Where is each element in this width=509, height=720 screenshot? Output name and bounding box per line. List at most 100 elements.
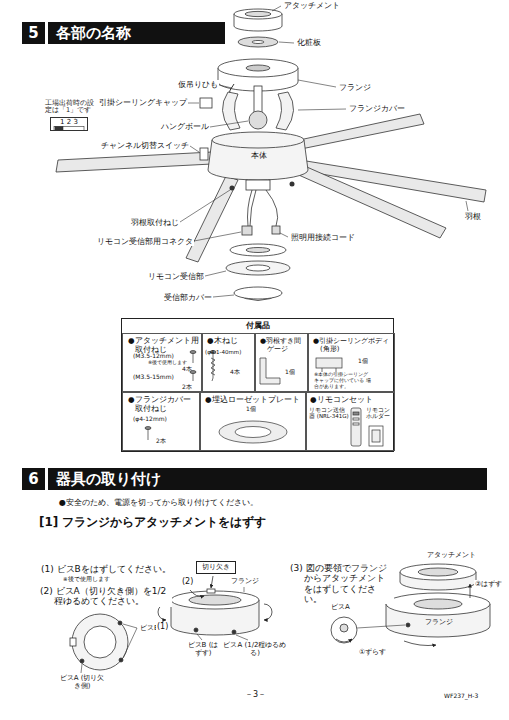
node-text: 1個 [358,358,368,365]
node-text: 2本 [182,384,192,391]
node-text: ●羽根すき間 ゲージ [260,337,307,353]
hanging-pole [249,111,267,129]
flange-step-figure [232,630,236,634]
lower-parts [246,248,270,253]
accessory-cell: ●アタッチメント用 取付ねじ(M3.5-12mm)※後で使用します4本(M3.5… [122,333,202,392]
hanging-pole [249,86,267,129]
accessory-icons [219,421,287,443]
attachment-top-view [118,621,122,625]
flange-step-figure [171,591,259,609]
channel-switch [200,148,208,160]
node-text: 工場出荷時の設定は「1」です [45,100,95,115]
fan-blades [292,164,446,238]
figure-label: ビスB (はずす) [184,641,222,657]
figure-label: ②はずす [474,580,503,588]
part-label: 引掛シーリングキャップ [98,98,188,107]
instruction-text: (1) ビスBをはずしてください。 [40,564,172,574]
part-label: 受信部カバー [163,293,213,302]
cover-plate [238,37,278,47]
lower-parts [246,265,270,271]
instruction-note: ※後で使用します [62,576,111,582]
leader-lines [280,233,288,237]
remove-step-figure [418,568,458,576]
accessory-icons [148,429,149,440]
node-text: ※本体の引掛シーリング キャップに付いている 場合があります。 [314,371,371,389]
flange-step-figure [211,576,213,588]
accessory-cell: ●埋込ローゼットプレート1個 [200,392,306,451]
accessory-icons [235,427,271,438]
lower-parts [234,287,282,299]
remove-step-figure [386,593,490,615]
lower-parts [272,226,280,234]
accessory-icons [369,426,383,446]
node-text: 切り欠き [197,563,235,571]
fan-blades [290,114,424,150]
accessory-icons [211,358,215,375]
part-label: チャンネル切替スイッチ [100,141,190,150]
figure-label: ビスA (切り欠き側) [56,674,108,690]
part-label: 羽根 [464,212,482,221]
leader-lines [213,295,234,297]
node-text: 6 [22,468,45,490]
accessory-icons [351,408,361,446]
remove-step-figure [414,599,462,609]
flange-step-figure [189,595,241,605]
setting-switch [54,127,84,131]
document-code: WF237_H-3 [443,693,479,700]
node-text: 2本 [156,438,166,445]
node-text: 5 [22,22,45,44]
leader-lines [298,80,336,87]
safety-note: ●安全のため、電源を切ってから取り付けてください。 [58,498,259,507]
node-text: 付属品 [122,321,393,330]
leader-lines [298,109,346,110]
attachment-top-view [70,638,76,646]
leader-lines [219,85,232,88]
remove-step-figure [404,641,436,646]
node-text: 1個 [246,406,256,413]
switch-setting-box: 工場出荷時の設定は「1」です1 2 3 [50,117,88,131]
flange-covers [222,92,240,130]
accessory-cell: ●木ねじ(φ4.1-40mm)4本 [202,333,255,392]
accessory-icons [193,353,194,363]
part-label: アタッチメント [283,1,341,10]
attachment [245,11,271,16]
accessory-icons [260,358,280,384]
flange-step-figure [207,589,215,593]
setting-switch [55,127,63,131]
leader-lines [210,121,248,127]
leader-lines [272,6,281,11]
flange-step-figure [264,604,272,620]
callout-number: (2) [181,577,194,586]
remove-step-figure [357,625,405,628]
section-header: 6器具の取り付け [22,468,487,490]
hanging-pole [254,86,262,114]
part-label: 仮吊りひも [177,80,219,89]
ceiling-cap [200,98,212,108]
lower-parts [250,190,256,226]
fan-blades [56,152,212,172]
attachment-top-view [80,659,84,663]
instruction-text: (3) 図の要領でフランジ からアタッチメント をはずしてください。 [290,563,394,604]
leader-lines [466,201,468,211]
figure-label: ビスA [330,603,351,611]
node-text: リモコン送信器 (NRL-341G) [309,407,349,420]
figure-label: アタッチメント [426,551,477,559]
instruction-text: (2) ビスA（切り欠き側）を1/2 程ゆるめてください。 [40,586,172,607]
part-label: 本体 [250,151,268,160]
lower-parts [226,180,290,301]
leader-lines [279,42,294,43]
channel-switch [200,148,208,160]
flange [218,59,298,77]
node-text: ●木ねじ [207,337,238,346]
node-text: リモコン ホルダー [366,407,392,420]
remove-step-figure [406,623,410,627]
step-heading: [1] フランジからアタッチメントをはずす [38,516,268,530]
node-text: (φ4-12mm) [133,416,167,423]
attachment-top-view [84,626,116,658]
flange-step-figure [190,590,204,596]
flange [246,65,270,71]
remove-step-figure [340,624,348,632]
accessory-icons [193,373,194,381]
flange-step-figure [197,634,202,640]
attachment-top-view [123,628,137,658]
